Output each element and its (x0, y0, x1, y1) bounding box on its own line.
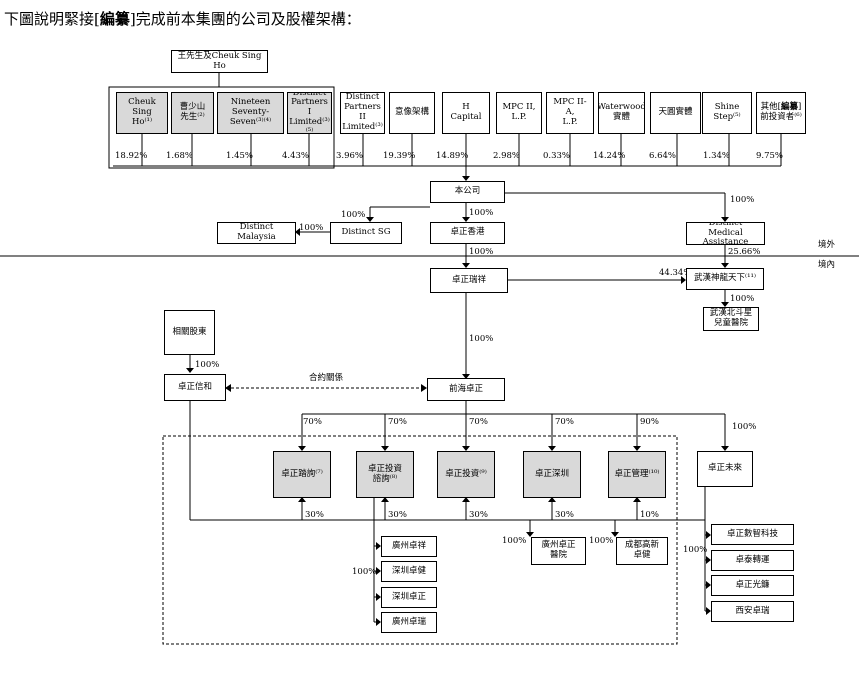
pct-ruixiang-qianhai: 100% (469, 334, 494, 344)
pct-dma-bottom: 25.66% (728, 247, 761, 257)
box-waterwood: Waterwood 實體 (598, 92, 645, 134)
pct-nineteen: 1.45% (226, 151, 254, 161)
box-qianhai-zhuozheng: 前海卓正 (427, 378, 505, 401)
box-distinct-partners-ii: Distinct Partners II Limited⁽³⁾ (340, 92, 385, 134)
pct-back-tzcy: 30% (388, 510, 407, 520)
pct-mpc2a: 0.33% (543, 151, 571, 161)
box-distinct-medical-assistance: Distinct Medical Assistance (686, 222, 765, 245)
box-guangzhou-zhuozheng-hospital: 廣州卓正 醫院 (531, 537, 586, 565)
pct-lutu: 70% (303, 417, 322, 427)
box-distinct-partners-i: Distinct Partners I Limited⁽³⁾⁽⁵⁾ (287, 92, 332, 134)
box-zhuozheng-hk: 卓正香港 (430, 222, 505, 244)
box-tianyuan: 天圓實體 (650, 92, 701, 134)
pct-hcap: 14.89% (436, 151, 469, 161)
label-offshore: 境外 (818, 240, 836, 250)
box-zhuotai-transport: 卓泰轉運 (711, 550, 794, 571)
pct-mpc2: 2.98% (493, 151, 521, 161)
box-nineteen-seventy-seven: Nineteen Seventy-Seven⁽³⁾⁽⁴⁾ (217, 92, 284, 134)
intro-text: 下圖說明緊接[編纂]完成前本集團的公司及股權架構： (4, 10, 361, 28)
box-wuhan-shenlong: 武漢神龍天下⁽¹¹⁾ (686, 268, 764, 290)
label-contractual-relationship: 合約關係 (309, 373, 344, 383)
box-guangzhou-zhuorui: 廣州卓瑞 (381, 612, 437, 633)
pct-related: 100% (195, 360, 220, 370)
pct-guanli: 90% (640, 417, 659, 427)
box-h-capital: H Capital (442, 92, 490, 134)
pct-dp1: 4.43% (282, 151, 310, 161)
box-zhuozheng-weilai: 卓正未來 (697, 451, 753, 487)
pct-weilai: 100% (732, 422, 757, 432)
pct-others: 9.75% (756, 151, 784, 161)
box-yixiang: 意像架構 (389, 92, 435, 134)
pct-tianyuan: 6.64% (649, 151, 677, 161)
box-cao-shaoshan: 曹少山 先生⁽²⁾ (171, 92, 214, 134)
pct-malaysia: 100% (299, 223, 324, 233)
box-distinct-malaysia: Distinct Malaysia (217, 222, 296, 244)
box-distinct-sg: Distinct SG (330, 222, 402, 244)
pct-back-lutu: 30% (305, 510, 324, 520)
box-zhuozheng-ruixiang: 卓正瑞祥 (430, 268, 508, 293)
pct-wuhan-left: 44.34% (659, 268, 692, 278)
pct-back-tz: 30% (469, 510, 488, 520)
pct-tz: 70% (469, 417, 488, 427)
pct-hk-ruixiang: 100% (469, 247, 494, 257)
box-zhuozheng-shuzhi-tech: 卓正數智科技 (711, 524, 794, 545)
box-cheuk-sing-ho: Cheuk Sing Ho⁽¹⁾ (116, 92, 168, 134)
box-zhuozheng-xinhe: 卓正信和 (164, 374, 226, 401)
pct-gzyy: 100% (502, 536, 527, 546)
box-wuhan-beidou-hospital: 武漢北斗星 兒童醫院 (703, 307, 759, 331)
pct-beidou: 100% (730, 294, 755, 304)
pct-back-guanli: 10% (640, 510, 659, 520)
box-shenzhen-zhuojian: 深圳卓健 (381, 561, 437, 582)
pct-cao: 1.68% (166, 151, 194, 161)
box-chengdu-gaoxin-zhuojian: 成都高新 卓健 (616, 537, 668, 565)
pct-cheuk: 18.92% (115, 151, 148, 161)
box-zhuozheng-investment: 卓正投資⁽⁹⁾ (437, 451, 495, 498)
box-company: 本公司 (430, 181, 505, 203)
pct-dp2: 3.96% (336, 151, 364, 161)
pct-shine: 1.34% (703, 151, 731, 161)
pct-cdgx: 100% (589, 536, 614, 546)
pct-waterwood: 14.24% (593, 151, 626, 161)
box-other-investors: 其他[編纂] 前投資者⁽⁶⁾ (756, 92, 806, 134)
box-related-shareholders: 相關股東 (164, 310, 215, 355)
pct-sg: 100% (341, 210, 366, 220)
pct-shenzhen: 70% (555, 417, 574, 427)
box-wang-cheuk-sing-ho: 王先生及Cheuk Sing Ho (171, 50, 268, 73)
pct-tzcy: 70% (388, 417, 407, 427)
box-zhuozheng-shenzhen: 卓正深圳 (523, 451, 581, 498)
pct-back-shenzhen: 30% (555, 510, 574, 520)
box-shine-step: Shine Step⁽⁵⁾ (702, 92, 752, 134)
pct-tzcy-subs: 100% (352, 567, 377, 577)
box-shenzhen-zhuozheng: 深圳卓正 (381, 587, 437, 608)
box-mpc-ii: MPC II, L.P. (496, 92, 542, 134)
box-zhuozheng-management: 卓正管理⁽¹⁰⁾ (608, 451, 666, 498)
pct-hk: 100% (469, 208, 494, 218)
box-xian-zhuorui: 西安卓瑞 (711, 601, 794, 622)
pct-dma-top: 100% (730, 195, 755, 205)
box-guangzhou-zhuoxiang: 廣州卓祥 (381, 536, 437, 557)
box-mpc-ii-a: MPC II-A, L.P. (546, 92, 594, 134)
label-onshore: 境內 (818, 260, 836, 270)
pct-yixiang: 19.39% (383, 151, 416, 161)
box-zhuozheng-guangrui: 卓正光鐮 (711, 575, 794, 596)
box-zhuozheng-investment-consulting: 卓正投資 諮詢⁽⁸⁾ (356, 451, 414, 498)
pct-weilai-subs: 100% (683, 545, 708, 555)
box-zhuozheng-lutu: 卓正踏詢⁽⁷⁾ (273, 451, 331, 498)
